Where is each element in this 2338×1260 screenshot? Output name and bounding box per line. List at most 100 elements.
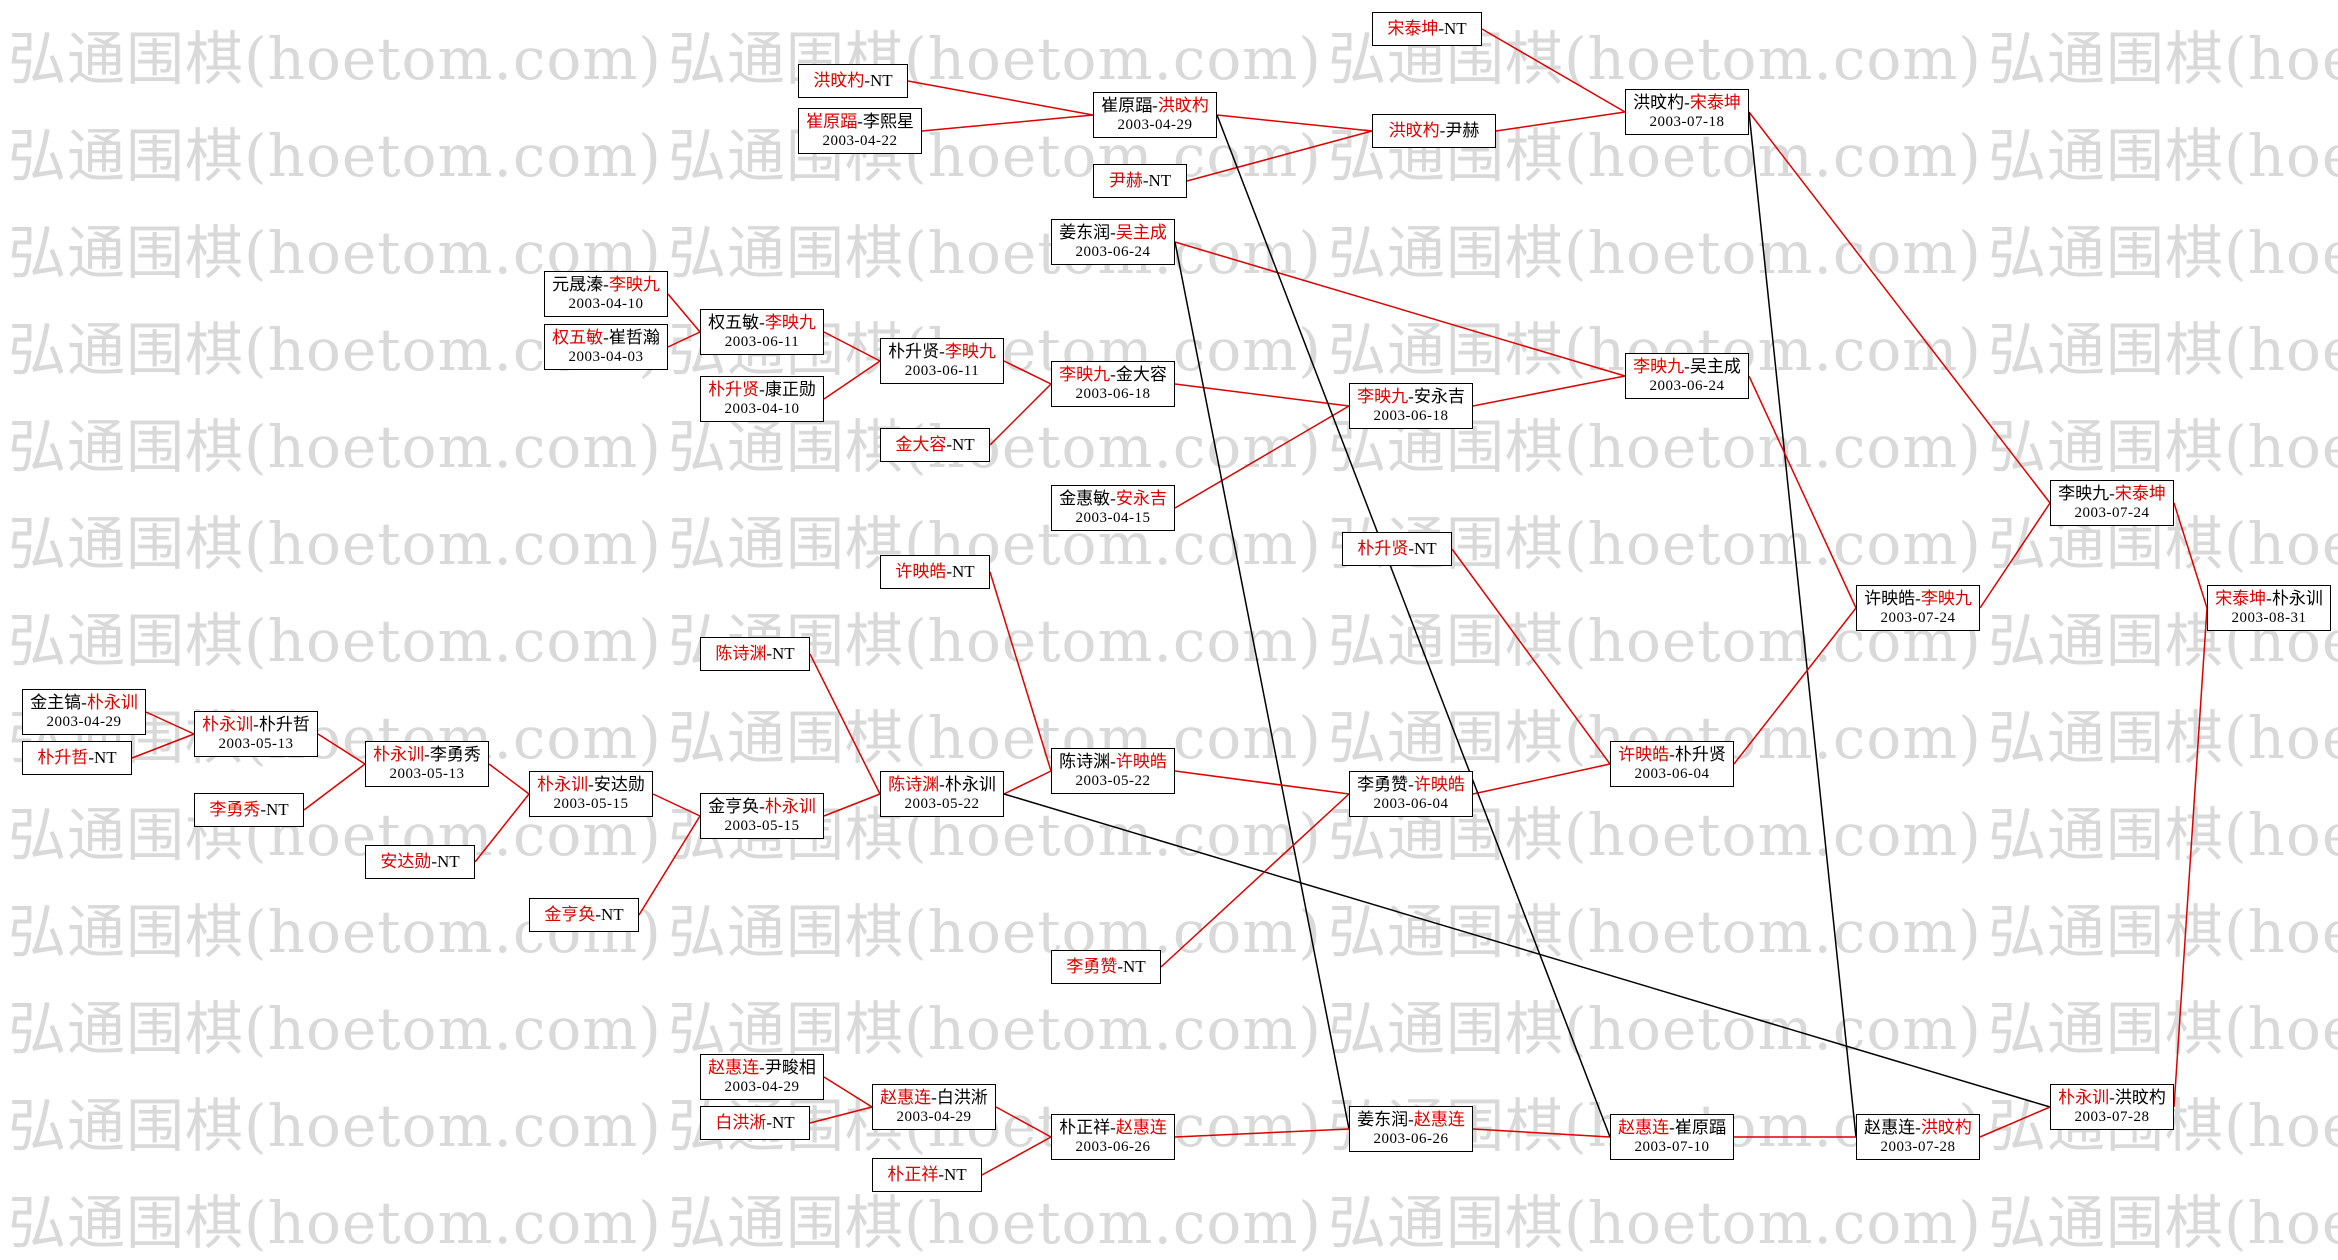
player-name: 姜东润 (1059, 223, 1111, 242)
player-name-winner: 李映九 (1059, 365, 1111, 384)
name-separator: - (595, 905, 601, 925)
name-separator: - (1684, 93, 1690, 112)
advance-line (1495, 111, 1626, 132)
name-separator: - (424, 745, 430, 764)
name-separator: - (588, 775, 594, 794)
advance-line (145, 711, 195, 735)
name-separator: - (759, 313, 765, 332)
bye-label: NT (1148, 171, 1172, 191)
match-players: 权五敏-崔哲瀚 (552, 327, 660, 348)
advance-line (1733, 607, 1857, 765)
player-name-winner: 李映九 (944, 342, 996, 361)
match-players: 金亨奂-NT (544, 904, 623, 925)
match-players: 朴永训-李勇秀 (373, 744, 481, 765)
player-name-winner: 吴主成 (1115, 223, 1167, 242)
name-separator: - (1117, 957, 1123, 977)
match-date: 2003-07-28 (1880, 1139, 1956, 1156)
advance-line (989, 383, 1052, 446)
player-name-winner: 朴永训 (764, 797, 816, 816)
bye-box: 朴升贤-NT (1342, 532, 1452, 566)
match-date: 2003-04-03 (568, 349, 644, 366)
match-date: 2003-06-11 (724, 334, 800, 351)
player-name: 金亨奂 (708, 797, 760, 816)
match-players: 金主镐-朴永训 (30, 692, 138, 713)
name-separator: - (1408, 387, 1414, 406)
player-name-winner: 陈诗渊 (888, 775, 940, 794)
player-name-winner: 李映九 (1357, 387, 1409, 406)
match-players: 崔原踾-洪旼杓 (1101, 95, 1209, 116)
match-date: 2003-04-22 (822, 133, 898, 150)
player-name-winner: 白洪淅 (715, 1113, 767, 1133)
name-separator: - (946, 562, 952, 582)
match-date: 2003-04-15 (1075, 510, 1151, 527)
match-players: 李映九-安永吉 (1357, 386, 1465, 407)
advance-line (1174, 770, 1350, 795)
advance-line (809, 1106, 873, 1124)
bye-label: NT (1444, 19, 1467, 39)
advance-line (809, 653, 881, 795)
drop-line (1748, 111, 1857, 1138)
match-players: 陈诗渊-朴永训 (888, 774, 996, 795)
player-name-winner: 安永吉 (1115, 489, 1167, 508)
name-separator: - (2109, 1088, 2115, 1107)
player-name-winner: 权五敏 (552, 328, 604, 347)
drop-line (1174, 241, 1350, 1130)
watermark-text: 弘通围棋(hoetom.com) (8, 510, 662, 578)
match-players: 朴永训-洪旼杓 (2058, 1087, 2166, 1108)
player-name-winner: 尹赫 (1108, 171, 1143, 191)
player-name: 元晟溱 (552, 275, 604, 294)
match-players: 安达勋-NT (380, 851, 459, 872)
player-name: 安永吉 (1413, 387, 1465, 406)
advance-line (921, 114, 1094, 132)
name-separator: - (939, 775, 945, 794)
watermark-text: 弘通围棋(hoetom.com) (1988, 219, 2338, 287)
player-name-winner: 李映九 (1633, 357, 1685, 376)
match-players: 宋泰坤-NT (1387, 18, 1466, 39)
bye-box: 洪旼杓-NT (798, 64, 908, 98)
player-name: 崔哲瀚 (608, 328, 660, 347)
player-name-winner: 宋泰坤 (2114, 484, 2166, 503)
advance-line (1174, 405, 1350, 509)
match-players: 朴升贤-康正勋 (708, 379, 816, 400)
bye-label: NT (437, 852, 460, 872)
name-separator: - (88, 748, 94, 768)
player-name: 朴永训 (2271, 589, 2323, 608)
player-name-winner: 朴升哲 (37, 748, 89, 768)
match-players: 李勇赞-NT (1066, 956, 1145, 977)
match-players: 许映皓-李映九 (1864, 588, 1972, 609)
player-name-winner: 安达勋 (380, 852, 432, 872)
advance-line (1472, 763, 1611, 795)
player-name-winner: 许映皓 (1618, 745, 1670, 764)
advance-line (1748, 111, 2051, 504)
name-separator: - (864, 71, 870, 91)
watermark-text: 弘通围棋(hoetom.com) (8, 1092, 662, 1160)
bye-box: 李勇秀-NT (194, 793, 304, 827)
match-date: 2003-06-24 (1649, 378, 1725, 395)
watermark-text: 弘通围棋(hoetom.com) (1988, 316, 2338, 384)
match-players: 权五敏-李映九 (708, 312, 816, 333)
player-name: 洪旼杓 (1633, 93, 1685, 112)
match-players: 宋泰坤-朴永训 (2215, 588, 2323, 609)
name-separator: - (766, 644, 772, 664)
bye-label: NT (952, 435, 975, 455)
player-name-winner: 朴正祥 (887, 1165, 939, 1185)
player-name-winner: 洪旼杓 (813, 71, 865, 91)
match-players: 陈诗渊-许映皓 (1059, 751, 1167, 772)
advance-line (2173, 502, 2208, 609)
match-date: 2003-04-29 (724, 1079, 800, 1096)
match-players: 朴正祥-赵惠连 (1059, 1117, 1167, 1138)
name-separator: - (1110, 752, 1116, 771)
player-name-winner: 宋泰坤 (1689, 93, 1741, 112)
watermark-text: 弘通围棋(hoetom.com) (1328, 995, 1982, 1063)
player-name-winner: 许映皓 (1413, 775, 1465, 794)
advance-line (667, 293, 701, 333)
player-name-winner: 崔原踾 (806, 112, 858, 131)
advance-line (995, 1106, 1052, 1138)
